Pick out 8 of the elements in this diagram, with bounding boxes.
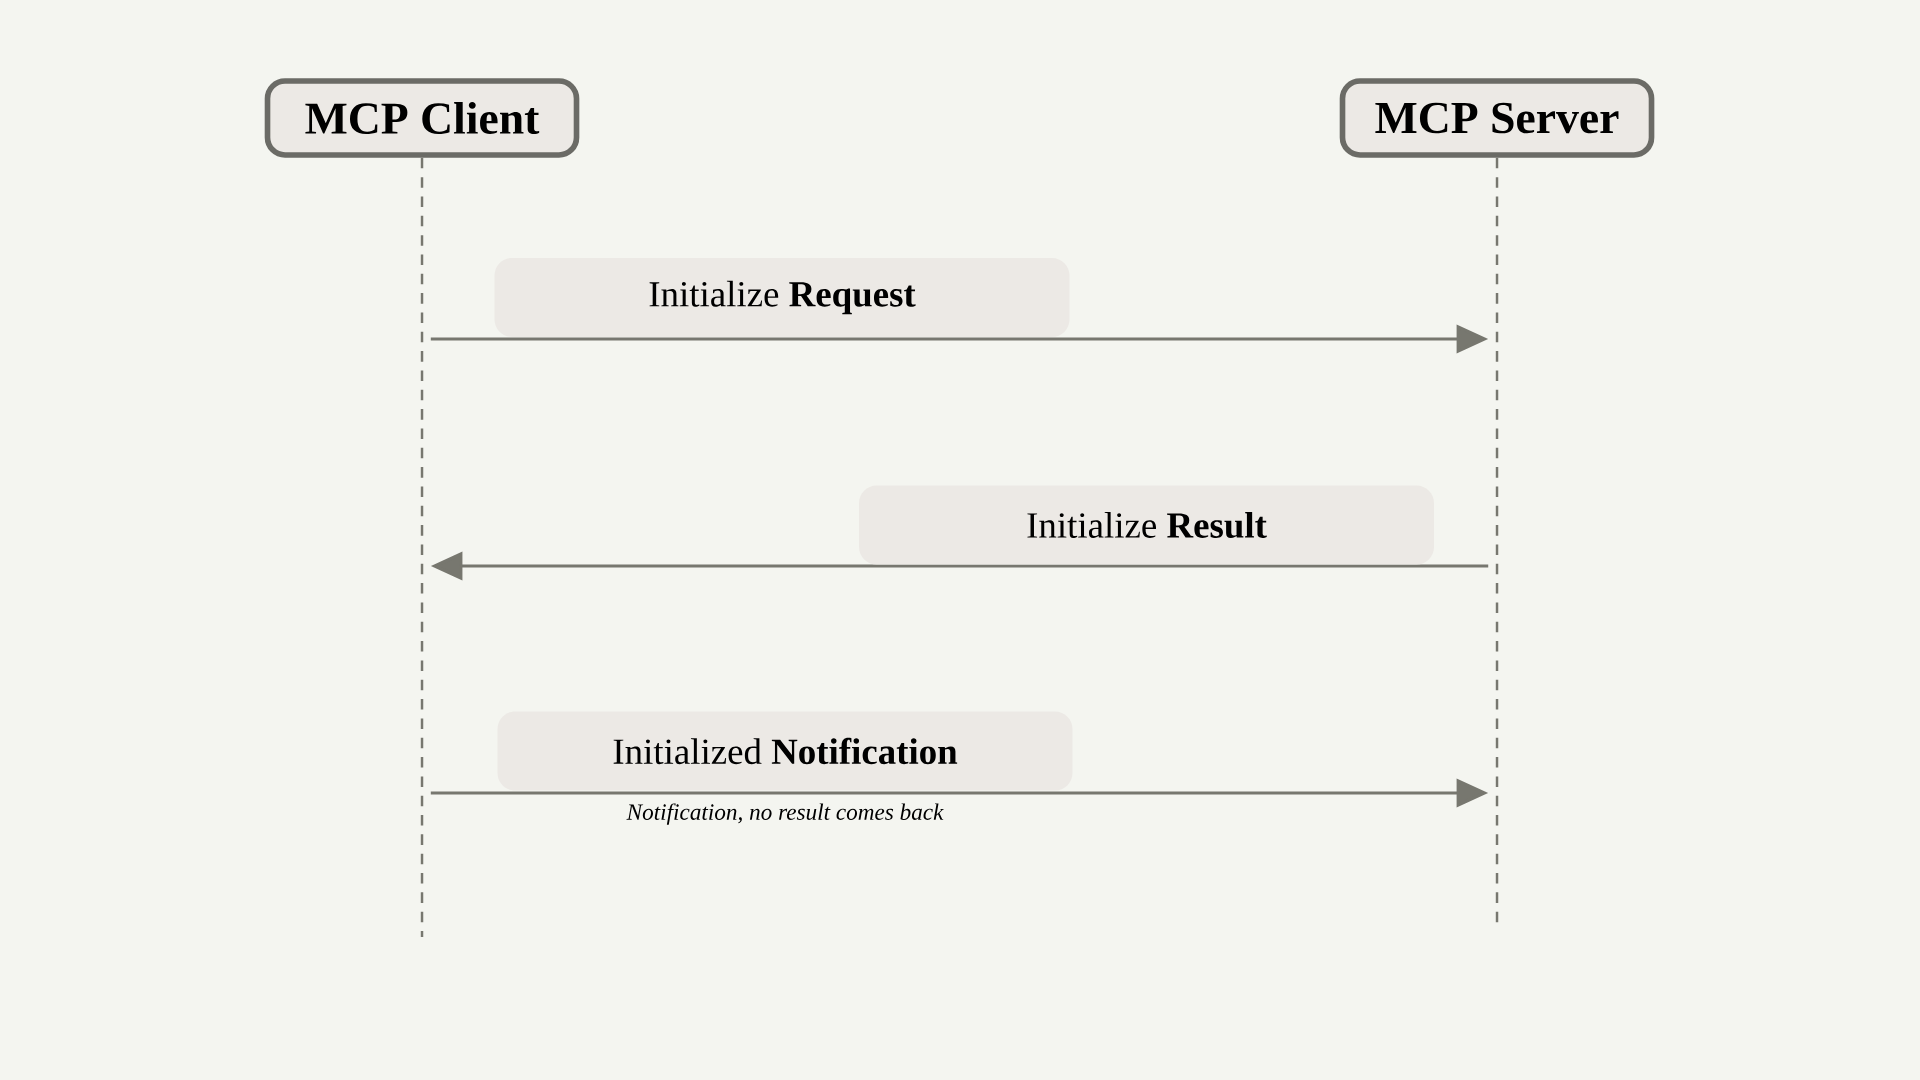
participant-box: MCP Client — [264, 78, 580, 158]
lifeline — [420, 157, 424, 937]
message-label: Initialize Request — [494, 258, 1070, 337]
note-text: Notification, no result comes back — [626, 803, 944, 825]
lifeline — [1495, 157, 1499, 924]
message-label: Initialize Result — [859, 485, 1434, 565]
message-label: Initialized Notification — [497, 711, 1073, 791]
participant-box: MCP Server — [1339, 78, 1655, 158]
